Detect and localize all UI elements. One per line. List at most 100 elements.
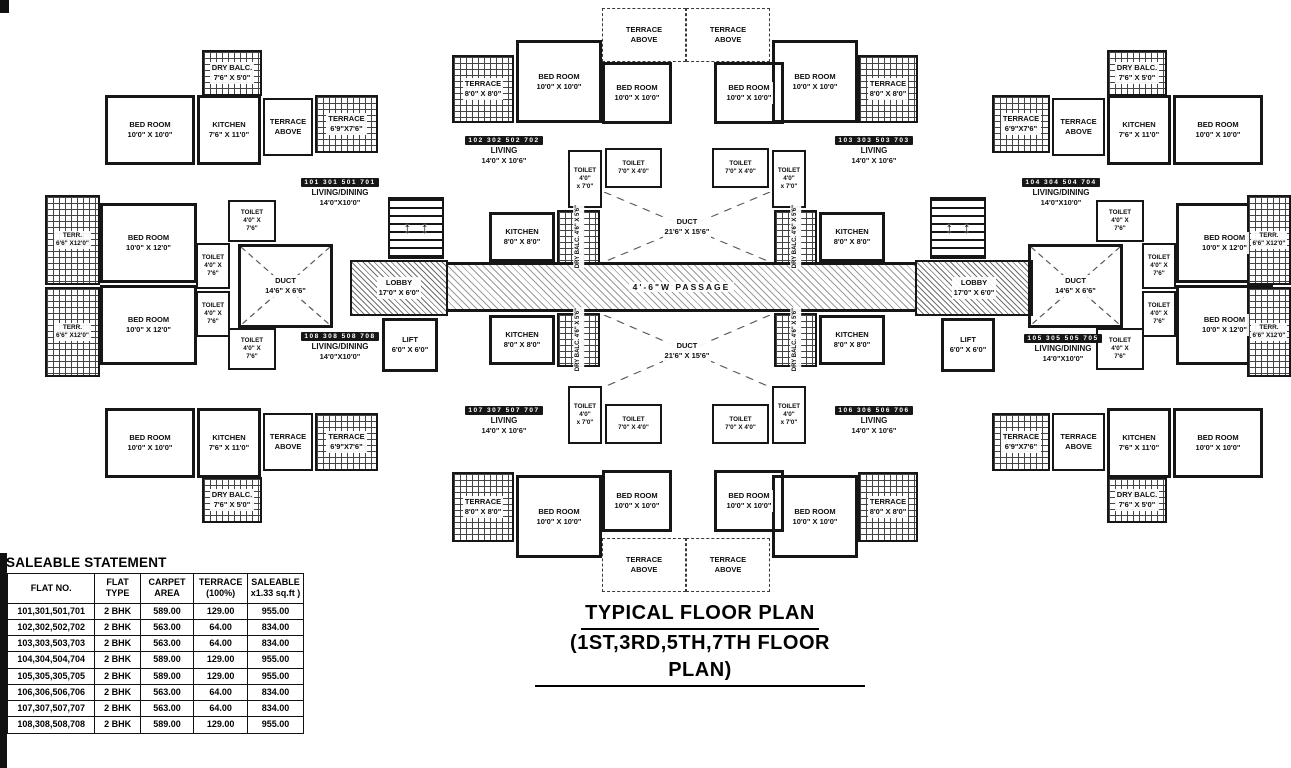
floor-plan-title: TYPICAL FLOOR PLAN (1ST,3RD,5TH,7TH FLOO… [535,600,865,687]
flat-number-chips: 103 303 503 703 [835,136,913,145]
table-cell: 64.00 [193,683,249,702]
column-header-flat-no: FLAT NO. [6,573,96,604]
terrace-area: TERR.6'6" X12'0" [45,195,100,285]
table-cell: 105,305,305,705 [6,667,96,685]
flat-number-chips: 106 306 506 706 [835,406,913,415]
table-cell: 106,306,506,706 [6,683,96,702]
table-cell: 2 BHK [94,618,141,637]
column-header-carpet-area: CARPET AREA [139,573,195,604]
table-cell: 589.00 [139,651,195,669]
table-cell: 834.00 [247,699,304,718]
stairs-block: ↑↑ [930,197,986,259]
floor-plan-title-line1: TYPICAL FLOOR PLAN [581,600,819,630]
table-cell: 2 BHK [94,651,141,669]
table-cell: 834.00 [247,634,304,653]
flat-number-chips: 102 302 502 702 [465,136,543,145]
passage-corridor: 4'-6"W PASSAGE [448,262,915,312]
dry-balcony-room: DRY BALC. 4'6" X 5'6" [557,204,600,270]
table-cell: 955.00 [247,602,304,620]
table-cell: 64.00 [193,618,249,637]
column-header-terrace: TERRACE (100%) [193,573,249,604]
sheet-edge-bar [0,553,7,768]
table-cell: 64.00 [193,634,249,653]
dry-balcony-room: DRY BALC.7'6" X 5'0" [1107,50,1167,96]
dry-balcony-room: DRY BALC. 4'6" X 5'6" [774,307,817,373]
table-cell: 2 BHK [94,683,141,702]
saleable-table-header-row: FLAT NO. FLAT TYPE CARPET AREA TERRACE (… [6,573,304,604]
table-cell: 955.00 [247,716,304,734]
table-cell: 104,304,504,704 [6,651,96,669]
stairs-up-arrow-icon: ↑ [403,219,412,237]
table-cell: 129.00 [193,602,249,620]
table-cell: 103,303,503,703 [6,634,96,653]
dry-balcony-room: DRY BALC. 4'6" X 5'6" [557,307,600,373]
table-cell: 101,301,501,701 [6,602,96,620]
column-header-flat-type: FLAT TYPE [94,573,141,604]
dry-balcony-room: DRY BALC.7'6" X 5'0" [202,50,262,96]
table-cell: 2 BHK [94,602,141,620]
stairs-up-arrow-icon: ↑ [421,219,429,237]
table-cell: 129.00 [193,651,249,669]
flat-number-chips: 105 305 505 705 [1024,334,1102,343]
table-cell: 108,308,508,708 [6,716,96,734]
flat-number-chips: 101 301 501 701 [301,178,379,187]
table-cell: 955.00 [247,651,304,669]
table-cell: 2 BHK [94,634,141,653]
table-cell: 563.00 [139,699,195,718]
saleable-statement-title: SALEABLE STATEMENT [6,555,167,570]
table-cell: 563.00 [139,634,195,653]
table-cell: 2 BHK [94,667,141,685]
